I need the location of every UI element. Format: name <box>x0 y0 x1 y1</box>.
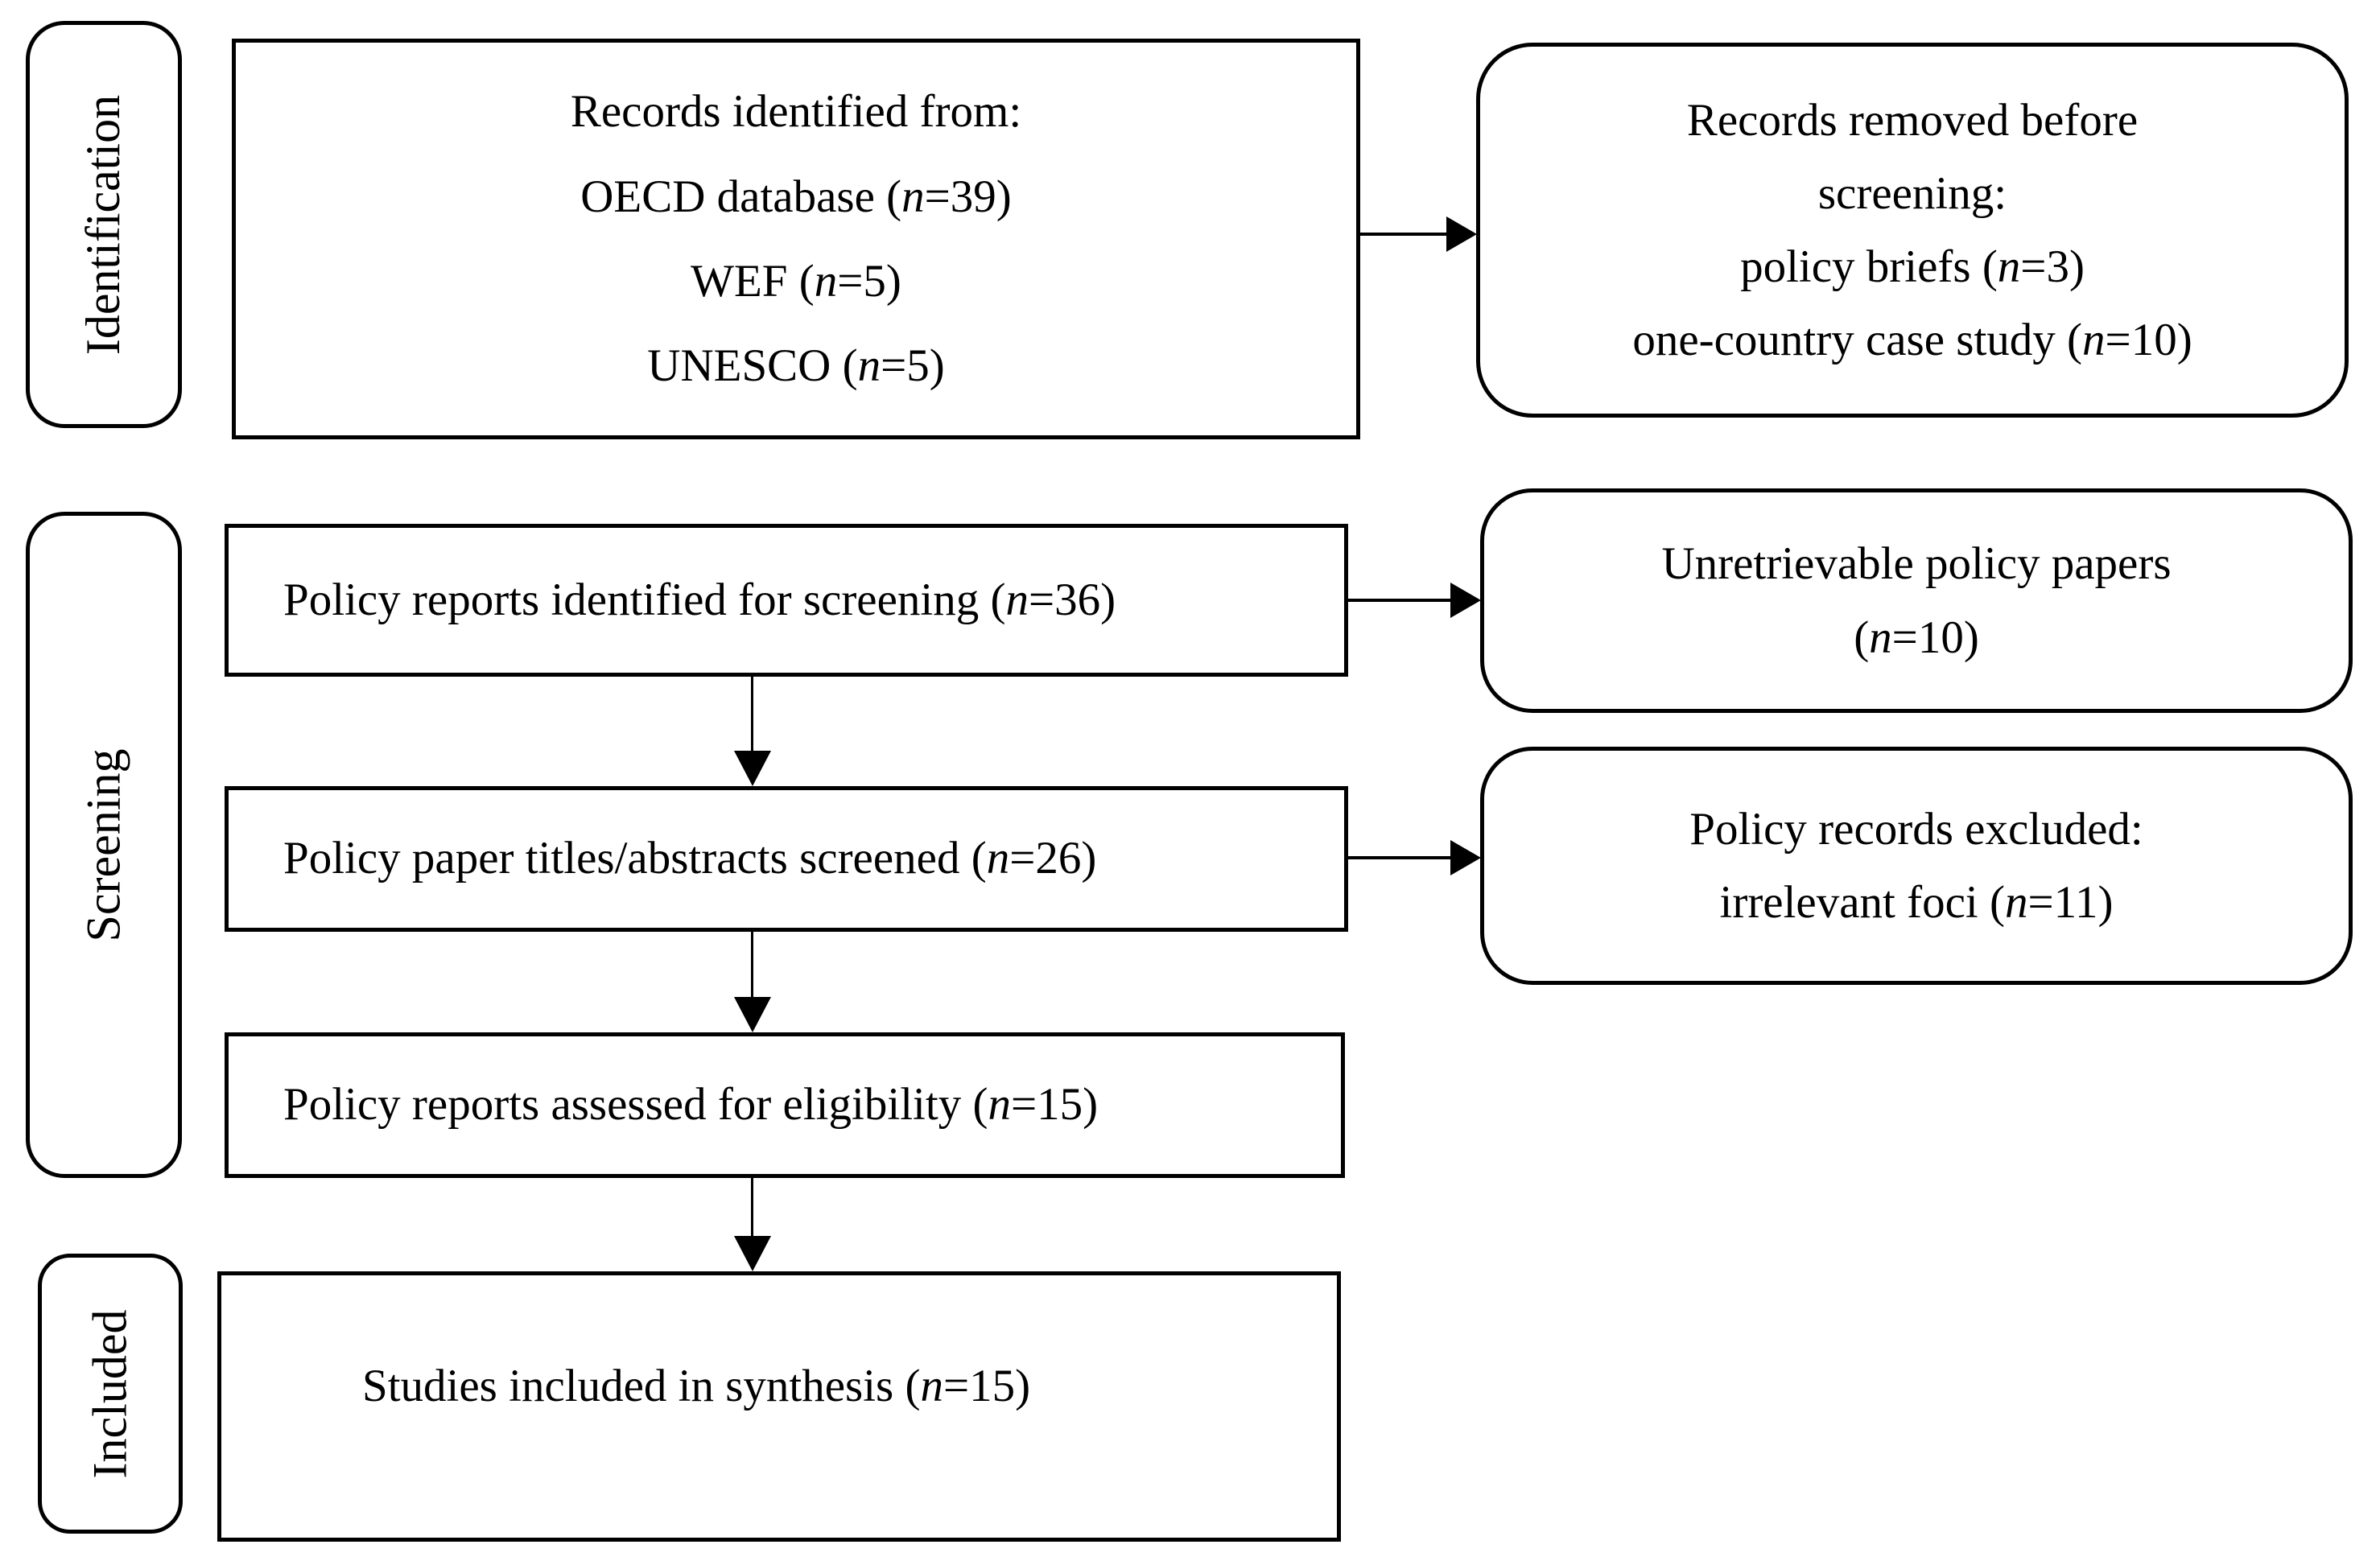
text-line: screening: <box>1817 167 2007 219</box>
box-titles-abstracts-screened: Policy paper titles/abstracts screened (… <box>225 786 1348 932</box>
text-line: OECD database (n=39) <box>580 171 1012 222</box>
text-line: UNESCO (n=5) <box>647 340 945 392</box>
text-line: Policy reports identified for screening … <box>283 574 1116 625</box>
text-line: WEF (n=5) <box>691 256 901 307</box>
text-line: Records identified from: <box>570 86 1022 138</box>
stage-label-included: Included <box>83 1309 137 1478</box>
text-line: Policy reports assessed for eligibility … <box>283 1079 1099 1131</box>
box-unretrievable-policy-papers: Unretrievable policy papers (n=10) <box>1480 488 2353 713</box>
arrow-down-to-assessed-icon <box>751 932 753 999</box>
arrow-screening-to-unretrievable-icon <box>1348 599 1451 602</box>
text-line: Unretrievable policy papers <box>1661 538 2172 590</box>
arrow-screened-to-excluded-icon <box>1348 856 1451 859</box>
stage-tab-included: Included <box>38 1254 183 1534</box>
text-line: Policy paper titles/abstracts screened (… <box>283 833 1097 884</box>
box-studies-included-synthesis: Studies included in synthesis (n=15) <box>217 1271 1341 1542</box>
text-line: Records removed before <box>1686 94 2139 146</box>
arrow-identified-to-removed-icon <box>1360 233 1447 236</box>
text-line: irrelevant foci (n=11) <box>1719 877 2114 928</box>
arrow-down-to-screened-icon <box>751 677 753 752</box>
stage-label-identification: Identification <box>76 94 130 355</box>
box-reports-assessed-eligibility: Policy reports assessed for eligibility … <box>225 1032 1345 1178</box>
arrow-down-to-included-icon <box>751 1178 753 1238</box>
box-records-removed: Records removed before screening: policy b… <box>1476 43 2349 418</box>
box-reports-identified-for-screening: Policy reports identified for screening … <box>225 524 1348 677</box>
text-line: one-country case study (n=10) <box>1632 315 2192 366</box>
text-line: policy briefs (n=3) <box>1740 241 2085 292</box>
text-line: Studies included in synthesis (n=15) <box>362 1360 1031 1411</box>
stage-tab-identification: Identification <box>26 21 182 428</box>
stage-label-screening: Screening <box>76 748 130 941</box>
box-policy-records-excluded: Policy records excluded: irrelevant foci … <box>1480 747 2353 985</box>
text-line: Policy records excluded: <box>1689 803 2143 855</box>
stage-tab-screening: Screening <box>26 512 182 1178</box>
text-line: (n=10) <box>1854 612 1979 663</box>
box-records-identified: Records identified from: OECD database (n… <box>232 39 1360 439</box>
